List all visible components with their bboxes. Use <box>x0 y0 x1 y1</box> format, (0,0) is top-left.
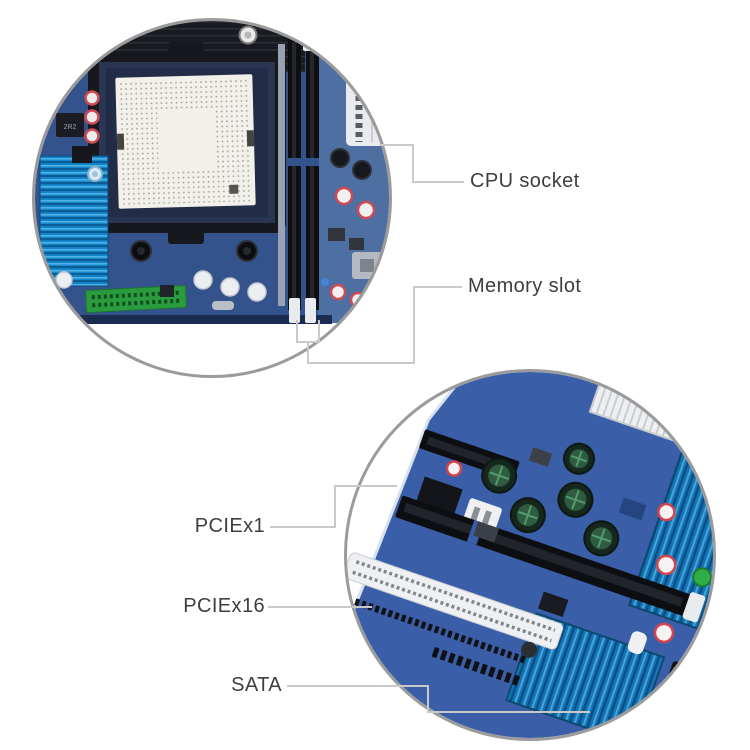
board-edge <box>60 315 332 324</box>
pcie-latch <box>682 592 706 623</box>
callout-lines <box>268 144 590 713</box>
white-standoff <box>627 631 647 655</box>
mosfets <box>473 447 647 617</box>
components-bottom <box>160 270 267 310</box>
cpu-area-photo: 2R2 <box>35 21 389 375</box>
chipset-heatsink-blue <box>39 155 109 287</box>
label-pciex16: PCIEx16 <box>183 595 265 617</box>
label-memory-slot: Memory slot <box>468 275 582 297</box>
cpu-socket-line <box>380 144 464 183</box>
top-circle-ring <box>32 18 392 378</box>
label-sata: SATA <box>231 674 282 696</box>
cpu-socket-photo <box>88 42 286 262</box>
solder-row <box>354 598 527 664</box>
logo-print <box>521 641 538 658</box>
pciex16-slot <box>395 495 706 623</box>
capacitors-small-red <box>445 460 677 644</box>
bottom-circle-ring <box>344 369 716 741</box>
memory-slots-photo <box>278 38 321 322</box>
inductor-microtext: 2R2 <box>64 124 77 131</box>
pin-header <box>431 647 520 686</box>
slots-area-photo <box>347 372 713 738</box>
label-cpu-socket: CPU socket <box>470 170 580 192</box>
inductor-chip <box>56 113 84 137</box>
memory-slot-line <box>307 286 462 364</box>
pci-slot <box>347 552 564 658</box>
pciex1-line <box>270 485 397 528</box>
atx-power-connector <box>346 54 389 146</box>
capacitors-right <box>321 148 382 309</box>
sata-line <box>287 685 590 713</box>
components-left: 2R2 <box>55 90 100 289</box>
capacitors-green <box>481 442 620 557</box>
label-pciex1: PCIEx1 <box>194 515 265 537</box>
green-capacitor <box>692 567 713 588</box>
